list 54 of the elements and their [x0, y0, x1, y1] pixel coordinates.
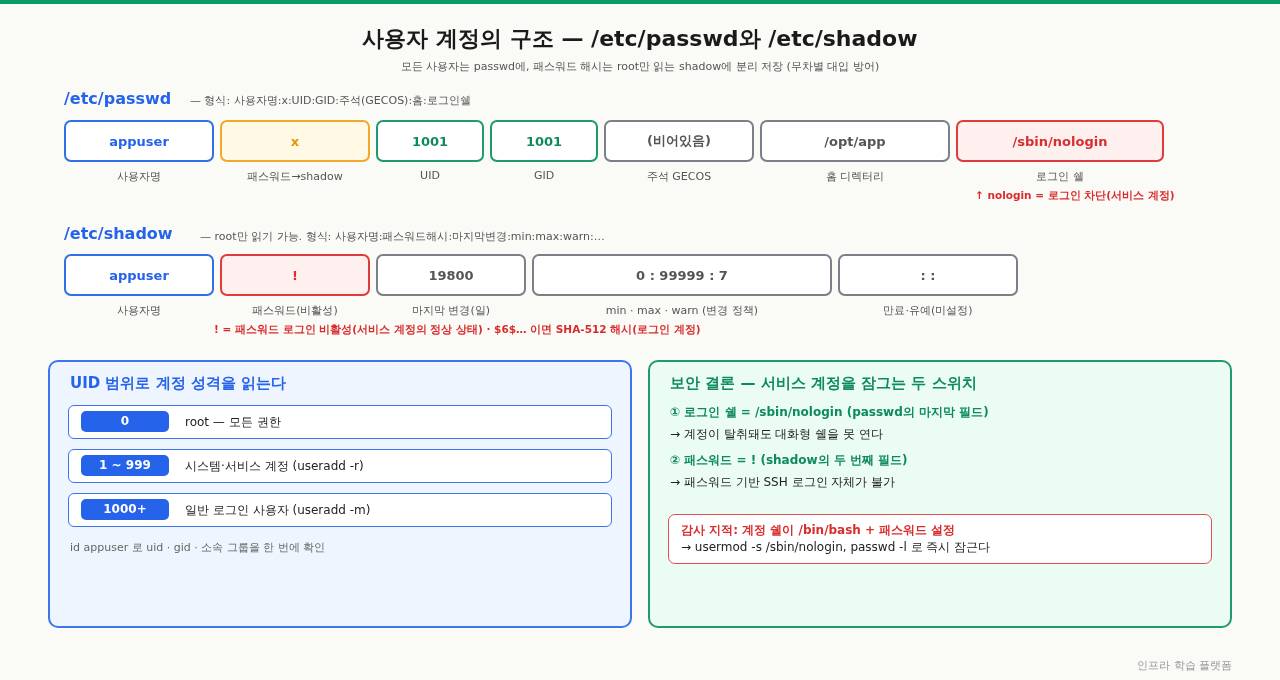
format-note: — root만 읽기 가능. 형식: 사용자명:패스워드해시:마지막변경:min:max:warn:…: [200, 229, 605, 244]
field-box: /sbin/nologin: [956, 120, 1164, 162]
uid-badge: 1 ~ 999: [81, 455, 169, 476]
field-caption: 만료·유예(미설정): [882, 303, 974, 318]
field-caption: UID: [419, 169, 441, 182]
switch-heading: ① 로그인 쉘 = /sbin/nologin (passwd의 마지막 필드): [670, 404, 989, 421]
uid-range-row: [68, 449, 612, 483]
field-box: 0 : 99999 : 7: [532, 254, 832, 296]
uid-badge: 0: [81, 411, 169, 432]
footer-text: 인프라 학습 플랫폼: [1137, 659, 1232, 673]
switch-description: → 계정이 탈취돼도 대화형 쉘을 못 연다: [670, 426, 883, 443]
warning-note: ↑ nologin = 로그인 차단(서비스 계정): [975, 189, 1175, 203]
field-caption: min · max · warn (변경 정책): [604, 303, 760, 318]
field-box: 1001: [490, 120, 598, 162]
field-box: x: [220, 120, 370, 162]
field-caption: 주석 GECOS: [645, 169, 713, 184]
field-caption: 패스워드→shadow: [246, 169, 344, 184]
uid-range-row: [68, 405, 612, 439]
field-box: 1001: [376, 120, 484, 162]
warning-note: ! = 패스워드 로그인 비활성(서비스 계정의 정상 상태) · $6$… 이면 SHA-512 해시(로그인 계정): [214, 323, 701, 337]
uid-description: root — 모든 권한: [185, 414, 281, 431]
title: 사용자 계정의 구조 — /etc/passwd와 /etc/shadow: [361, 25, 919, 53]
audit-box: [668, 514, 1212, 564]
uid-range-row: [68, 493, 612, 527]
field-box: appuser: [64, 254, 214, 296]
field-box: /opt/app: [760, 120, 950, 162]
section-heading: /etc/shadow: [64, 224, 173, 243]
subtitle: 모든 사용자는 passwd에, 패스워드 해시는 root만 읽는 shadow에 분리 저장 (무차별 대입 방어): [399, 59, 881, 74]
section-heading: /etc/passwd: [64, 89, 172, 108]
uid-badge: 1000+: [81, 499, 169, 520]
info-panel: [48, 360, 632, 628]
info-panel: [648, 360, 1232, 628]
field-caption: 패스워드(비활성): [251, 303, 339, 318]
field-caption: GID: [532, 169, 556, 182]
switch-heading: ② 패스워드 = ! (shadow의 두 번째 필드): [670, 452, 908, 469]
field-caption: 사용자명: [116, 303, 162, 318]
field-box: : :: [838, 254, 1018, 296]
format-note: — 형식: 사용자명:x:UID:GID:주석(GECOS):홈:로그인쉘: [190, 93, 471, 108]
panel-heading: UID 범위로 계정 성격을 읽는다: [70, 374, 287, 393]
field-box: !: [220, 254, 370, 296]
field-box: appuser: [64, 120, 214, 162]
field-caption: 사용자명: [116, 169, 162, 184]
field-caption: 마지막 변경(일): [410, 303, 492, 318]
audit-remedy: → usermod -s /sbin/nologin, passwd -l 로 즉시 잠근다: [681, 539, 992, 556]
field-caption: 로그인 쉘: [1035, 169, 1085, 184]
uid-description: 일반 로그인 사용자 (useradd -m): [185, 502, 371, 519]
switch-description: → 패스워드 기반 SSH 로그인 자체가 불가: [670, 474, 896, 491]
uid-description: 시스템·서비스 계정 (useradd -r): [185, 458, 364, 475]
field-caption: 홈 디렉터리: [824, 169, 886, 184]
field-box: 19800: [376, 254, 526, 296]
panel-heading: 보안 결론 — 서비스 계정을 잠그는 두 스위치: [670, 374, 977, 393]
audit-finding: 감사 지적: 계정 쉘이 /bin/bash + 패스워드 설정: [681, 522, 957, 539]
field-box: (비어있음): [604, 120, 754, 162]
note-text: id appuser 로 uid · gid · 소속 그룹을 한 번에 확인: [70, 540, 326, 555]
